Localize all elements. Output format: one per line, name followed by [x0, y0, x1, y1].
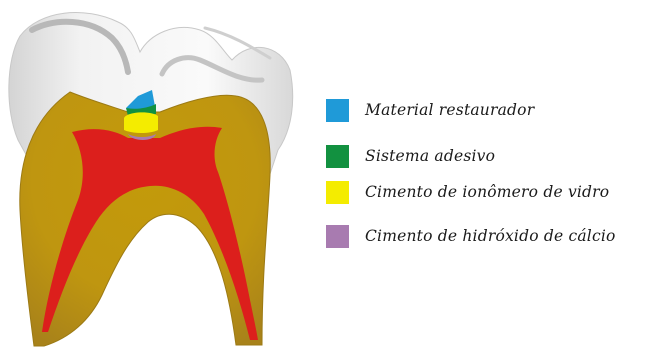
legend-item-restorative-material: Material restaurador: [326, 98, 534, 122]
glass-ionomer-cement: [124, 112, 158, 133]
legend-label: Material restaurador: [365, 101, 534, 119]
legend-label: Cimento de hidróxido de cálcio: [365, 227, 616, 245]
legend-swatch: [326, 145, 349, 168]
legend-item-calcium-hydroxide-cement: Cimento de hidróxido de cálcio: [326, 224, 616, 248]
legend-label: Cimento de ionômero de vidro: [365, 183, 609, 201]
legend-swatch: [326, 181, 349, 204]
legend-swatch: [326, 99, 349, 122]
legend-item-glass-ionomer-cement: Cimento de ionômero de vidro: [326, 180, 609, 204]
legend-label: Sistema adesivo: [365, 147, 495, 165]
tooth-cross-section-diagram: [0, 0, 300, 349]
legend-swatch: [326, 225, 349, 248]
legend-item-adhesive-system: Sistema adesivo: [326, 144, 495, 168]
